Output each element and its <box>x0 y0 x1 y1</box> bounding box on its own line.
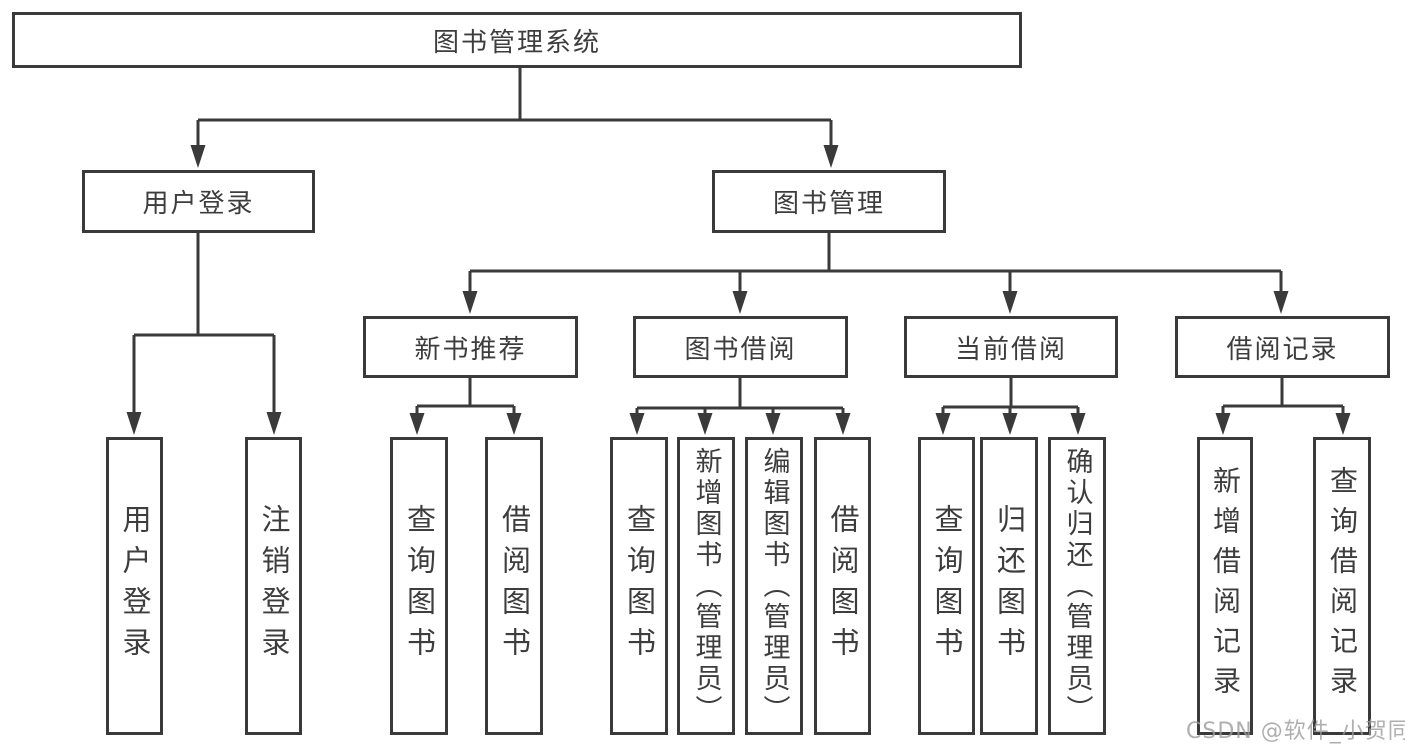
arrow-down-icon <box>823 145 839 168</box>
arrow-down-icon <box>1273 291 1289 314</box>
node-label: 图书管理系统 <box>432 27 601 58</box>
leaf-label: 借阅图书 <box>826 504 860 668</box>
connector-current-borrow-to-leaves <box>941 378 1080 416</box>
leaf-label: 新增借阅记录 <box>1209 466 1242 706</box>
arrow-down-icon <box>126 412 142 435</box>
leaf-query-books-borrowing: 查询图书 <box>610 437 668 735</box>
node-book-borrowing: 图书借阅 <box>633 316 848 378</box>
arrow-down-icon <box>190 145 206 168</box>
arrow-down-icon <box>629 413 645 435</box>
leaf-logout: 注销登录 <box>245 437 302 735</box>
leaf-label: 查询借阅记录 <box>1326 466 1359 706</box>
leaf-label: 查询图书 <box>402 504 437 668</box>
node-label: 图书管理 <box>772 189 885 219</box>
leaf-query-books-recommend: 查询图书 <box>390 437 448 735</box>
leaf-label: 注销登录 <box>257 504 291 668</box>
leaf-return-book: 归还图书 <box>980 437 1038 735</box>
connector-book-borrow-to-leaves <box>635 378 845 416</box>
watermark: CSDN @软件_小贺同学 <box>1186 719 1405 744</box>
connector-borrow-record-to-leaves <box>1221 378 1345 416</box>
leaf-user-login: 用户登录 <box>106 437 163 735</box>
leaf-label: 用户登录 <box>118 504 152 668</box>
arrow-down-icon <box>409 413 425 435</box>
leaf-label: 借阅图书 <box>497 504 532 668</box>
arrow-down-icon <box>935 413 951 435</box>
connector-root-to-level2 <box>196 68 833 148</box>
connector-user-login-to-leaves <box>132 233 276 414</box>
leaf-add-borrow-record: 新增借阅记录 <box>1197 437 1253 735</box>
node-label: 图书借阅 <box>684 334 797 365</box>
arrow-down-icon <box>1002 413 1018 435</box>
arrow-down-icon <box>1215 413 1231 435</box>
leaf-query-borrow-record: 查询借阅记录 <box>1313 437 1371 735</box>
node-book-management: 图书管理 <box>712 170 946 233</box>
leaf-label: 查询图书 <box>622 504 657 668</box>
connector-book-mgmt-to-level3 <box>468 233 1283 294</box>
node-label: 用户登录 <box>142 189 255 219</box>
leaf-query-books-current: 查询图书 <box>918 437 975 735</box>
leaf-edit-book-admin: 编辑图书（管理员） <box>745 437 803 735</box>
leaf-confirm-return-admin: 确认归还（管理员） <box>1048 437 1106 735</box>
leaf-label: 新增图书（管理员） <box>690 446 722 726</box>
node-borrowing-records: 借阅记录 <box>1175 316 1390 378</box>
arrow-down-icon <box>462 291 478 314</box>
leaf-label: 归还图书 <box>992 504 1027 668</box>
node-label: 新书推荐 <box>414 334 527 365</box>
arrow-down-icon <box>266 412 282 435</box>
node-user-login: 用户登录 <box>82 170 315 233</box>
node-current-borrowing: 当前借阅 <box>904 316 1118 378</box>
node-label: 借阅记录 <box>1226 334 1339 365</box>
leaf-label: 查询图书 <box>930 504 964 668</box>
leaf-borrow-books-recommend: 借阅图书 <box>485 437 543 735</box>
arrow-down-icon <box>697 413 713 435</box>
arrow-down-icon <box>732 291 748 314</box>
arrow-down-icon <box>765 413 781 435</box>
node-root: 图书管理系统 <box>12 12 1022 68</box>
leaf-add-book-admin: 新增图书（管理员） <box>677 437 735 735</box>
leaf-label: 编辑图书（管理员） <box>758 446 790 726</box>
arrowheads <box>126 145 1351 435</box>
arrow-down-icon <box>1335 413 1351 435</box>
leaf-borrow-books-borrowing: 借阅图书 <box>814 437 871 735</box>
arrow-down-icon <box>835 413 851 435</box>
arrow-down-icon <box>1002 291 1018 314</box>
connector-new-book-rec-to-leaves <box>415 378 516 416</box>
arrow-down-icon <box>506 413 522 435</box>
node-label: 当前借阅 <box>954 334 1067 365</box>
node-new-book-recommend: 新书推荐 <box>363 316 578 378</box>
arrow-down-icon <box>1070 413 1086 435</box>
leaf-label: 确认归还（管理员） <box>1061 446 1093 726</box>
